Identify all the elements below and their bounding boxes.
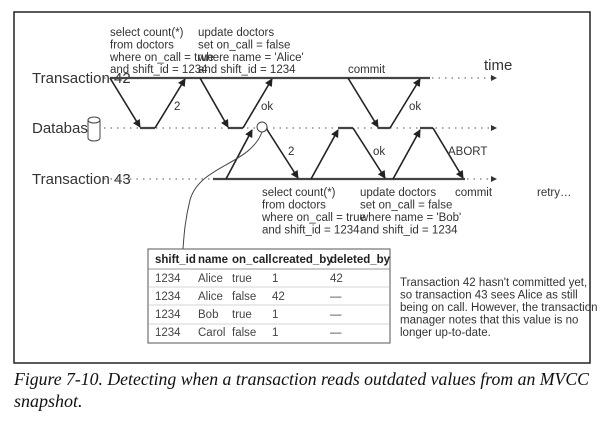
svg-text:1234: 1234	[155, 273, 181, 285]
svg-text:on_call: on_call	[232, 254, 272, 266]
svg-text:created_by: created_by	[272, 254, 333, 266]
t42-reply-select: 2	[174, 101, 180, 113]
svg-text:42: 42	[272, 291, 285, 303]
svg-text:from doctors: from doctors	[110, 40, 174, 52]
svg-text:where name = 'Alice': where name = 'Alice'	[197, 52, 304, 64]
svg-text:true: true	[232, 309, 252, 321]
svg-text:—: —	[330, 309, 342, 321]
svg-text:set on_call = false: set on_call = false	[198, 40, 290, 52]
t43-reply-select: 2	[288, 146, 294, 158]
t43-reply-commit: ABORT	[448, 146, 487, 158]
versions-table: shift_id name on_call created_by deleted…	[147, 248, 391, 344]
figure-caption-line-2: snapshot.	[14, 391, 83, 411]
svg-text:Alice: Alice	[198, 273, 223, 285]
svg-text:manager notes that this value: manager notes that this value is no	[400, 315, 578, 327]
svg-text:update doctors: update doctors	[360, 187, 436, 199]
svg-text:where name = 'Bob': where name = 'Bob'	[359, 212, 461, 224]
t43-messages	[225, 127, 464, 180]
t42-messages	[109, 77, 421, 129]
label-database: Database	[32, 120, 96, 137]
svg-text:and shift_id = 1234: and shift_id = 1234	[360, 225, 458, 237]
svg-text:—: —	[330, 327, 342, 339]
svg-text:and shift_id = 1234: and shift_id = 1234	[262, 225, 360, 237]
svg-text:shift_id: shift_id	[155, 254, 196, 266]
svg-text:longer up-to-date.: longer up-to-date.	[400, 327, 491, 339]
svg-text:set on_call = false: set on_call = false	[360, 200, 452, 212]
table-row: 1234 Bob true 1 —	[155, 309, 342, 321]
svg-text:from doctors: from doctors	[262, 200, 326, 212]
svg-text:42: 42	[330, 273, 343, 285]
stale-read-marker	[256, 121, 268, 133]
svg-text:select count(*): select count(*)	[110, 27, 184, 39]
svg-text:false: false	[232, 291, 256, 303]
svg-text:1234: 1234	[155, 309, 181, 321]
svg-text:and shift_id = 1234: and shift_id = 1234	[110, 64, 208, 76]
svg-text:false: false	[232, 327, 256, 339]
svg-text:Transaction 42 hasn't committe: Transaction 42 hasn't committed yet,	[400, 277, 587, 289]
svg-text:select count(*): select count(*)	[262, 187, 336, 199]
figure-caption: Figure 7-10. Detecting when a transactio…	[13, 369, 590, 389]
t42-reply-update: ok	[261, 101, 273, 113]
t43-op-retry: retry…	[537, 187, 572, 199]
table-row: 1234 Alice false 42 —	[155, 291, 342, 303]
figure-frame	[13, 11, 591, 364]
svg-text:Carol: Carol	[198, 327, 225, 339]
svg-text:deleted_by: deleted_by	[330, 254, 391, 266]
t43-op-select: select count(*) from doctors where on_ca…	[261, 187, 366, 237]
explanation-note: Transaction 42 hasn't committed yet, so …	[400, 277, 598, 339]
t43-reply-update: ok	[373, 146, 385, 158]
svg-text:and shift_id = 1234: and shift_id = 1234	[198, 64, 296, 76]
svg-text:name: name	[198, 254, 228, 266]
svg-text:—: —	[330, 291, 342, 303]
svg-text:1: 1	[272, 327, 278, 339]
svg-text:1234: 1234	[155, 327, 181, 339]
svg-text:1234: 1234	[155, 291, 181, 303]
svg-text:where on_call = true: where on_call = true	[261, 212, 366, 224]
label-time: time	[484, 57, 512, 74]
t42-op-commit: commit	[348, 64, 386, 76]
t42-op-update: update doctors set on_call = false where…	[197, 27, 304, 76]
svg-text:update doctors: update doctors	[198, 27, 274, 39]
svg-text:so transaction 43 sees Alice a: so transaction 43 sees Alice as still	[400, 290, 578, 302]
svg-text:true: true	[232, 273, 252, 285]
label-transaction-43: Transaction 43	[32, 171, 131, 188]
connector-curve	[182, 131, 263, 250]
svg-text:where on_call = true: where on_call = true	[109, 52, 214, 64]
svg-text:Bob: Bob	[198, 309, 218, 321]
table-row: 1234 Alice true 1 42	[155, 273, 343, 285]
svg-text:1: 1	[272, 273, 278, 285]
database-icon	[87, 116, 101, 142]
table-header: shift_id name on_call created_by deleted…	[155, 254, 391, 266]
label-transaction-42: Transaction 42	[32, 70, 131, 87]
svg-text:1: 1	[272, 309, 278, 321]
svg-text:Alice: Alice	[198, 291, 223, 303]
t42-op-select: select count(*) from doctors where on_ca…	[109, 27, 214, 76]
t43-op-commit: commit	[455, 187, 493, 199]
t42-reply-commit: ok	[409, 101, 421, 113]
svg-text:being on call. However, the tr: being on call. However, the transaction	[400, 302, 598, 314]
table-row: 1234 Carol false 1 —	[155, 327, 342, 339]
t43-op-update: update doctors set on_call = false where…	[359, 187, 461, 237]
